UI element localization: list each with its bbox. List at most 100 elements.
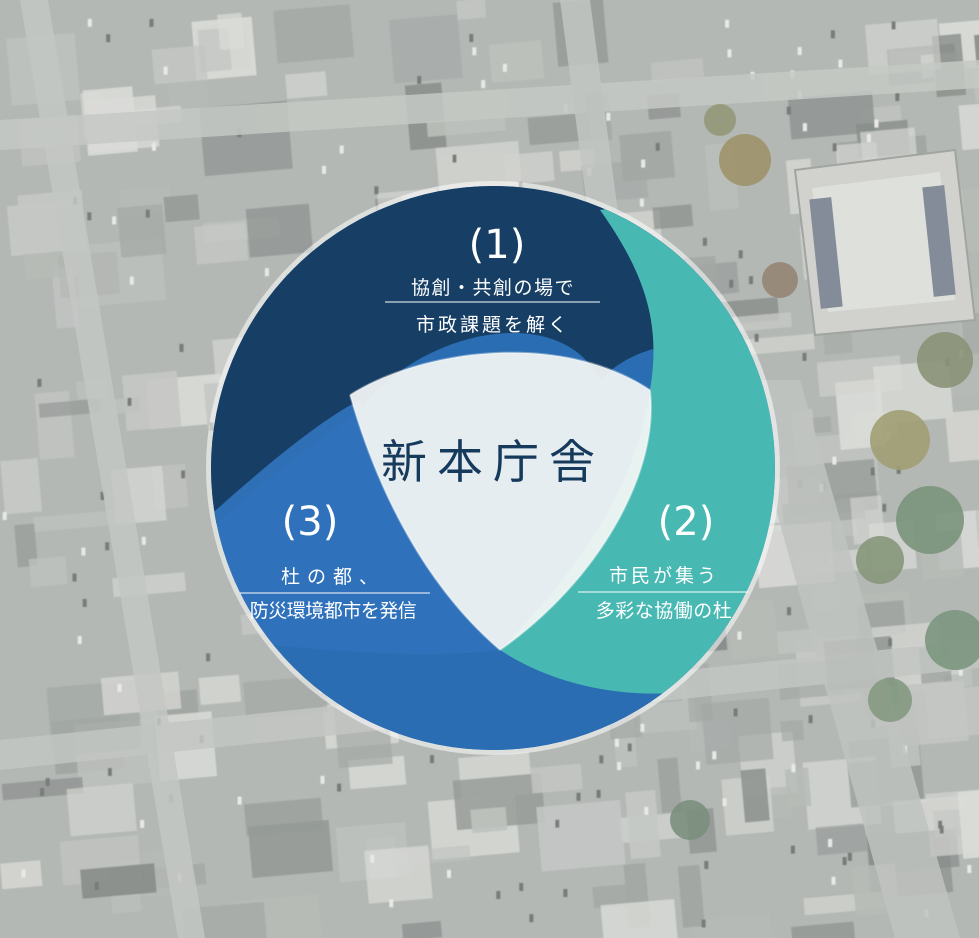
center-overlap <box>350 352 652 650</box>
car-dot <box>87 18 92 27</box>
car-dot <box>614 738 619 747</box>
car-dot <box>938 820 943 829</box>
car-dot <box>112 216 117 225</box>
car-dot <box>389 899 394 908</box>
car-dot <box>866 134 871 142</box>
car-dot <box>140 819 145 828</box>
car-dot <box>149 18 154 27</box>
car-dot <box>939 825 944 834</box>
car-dot <box>627 743 632 752</box>
car-dot <box>576 792 581 801</box>
section-1-line-1: 協創・共創の場で <box>411 277 575 299</box>
center-title: 新本庁舎 <box>381 435 605 489</box>
building-top-right <box>793 148 977 337</box>
car-dot <box>206 653 211 662</box>
building-block <box>600 898 680 938</box>
car-dot <box>802 352 807 361</box>
building-block <box>657 757 682 814</box>
car-dot <box>563 889 568 897</box>
car-dot <box>722 798 727 807</box>
car-dot <box>895 93 900 101</box>
building-block <box>364 845 433 904</box>
car-dot <box>370 854 375 863</box>
building-block <box>945 408 979 463</box>
building-block <box>33 510 119 532</box>
car-dot <box>644 806 649 815</box>
car-dot <box>87 212 92 221</box>
building-block <box>0 457 43 515</box>
building-block <box>815 823 868 856</box>
car-dot <box>808 715 813 724</box>
building-block <box>488 40 545 83</box>
car-dot <box>655 142 660 151</box>
car-dot <box>967 865 972 873</box>
car-dot <box>749 276 753 285</box>
building-block <box>117 203 167 258</box>
car-dot <box>37 378 42 387</box>
building-block <box>245 203 314 258</box>
car-dot <box>529 914 534 923</box>
section-1-number: (1) <box>469 222 526 268</box>
car-dot <box>832 456 837 465</box>
section-3-line-1: 杜の都、 <box>281 566 385 588</box>
building-block <box>961 186 979 252</box>
building-block <box>784 767 812 808</box>
car-dot <box>729 279 734 288</box>
car-dot <box>106 34 111 43</box>
car-dot <box>181 470 186 479</box>
car-dot <box>72 573 77 582</box>
car-dot <box>145 209 150 218</box>
building-block <box>625 789 661 860</box>
car-dot <box>797 47 802 55</box>
building-block <box>701 697 774 765</box>
building-block <box>121 370 182 431</box>
building-block <box>650 58 705 83</box>
building-block <box>182 901 268 938</box>
building-block <box>592 884 628 909</box>
three-circle-diagram: (1) 協創・共創の場で 市政課題を解く 新本庁舎 (2) 市民が集う 多彩な協… <box>206 181 780 755</box>
car-dot <box>40 788 45 797</box>
car-dot <box>704 861 709 869</box>
car-dot <box>701 919 706 928</box>
car-dot <box>838 59 843 68</box>
building-block <box>677 864 705 928</box>
car-dot <box>787 607 791 616</box>
car-dot <box>596 789 601 798</box>
car-dot <box>481 80 486 89</box>
car-dot <box>100 491 105 500</box>
car-dot <box>337 783 342 792</box>
building-block <box>470 806 508 834</box>
car-dot <box>496 891 501 899</box>
building-block <box>38 398 101 418</box>
section-1-line-2: 市政課題を解く <box>416 314 570 336</box>
car-dot <box>45 778 50 787</box>
building-block <box>957 789 979 859</box>
building-block <box>652 204 694 230</box>
building-block <box>193 222 249 265</box>
building-block <box>80 863 157 899</box>
car-dot <box>152 142 156 151</box>
car-dot <box>320 775 325 784</box>
car-dot <box>737 631 742 640</box>
section-2-line-2: 多彩な協働の杜 <box>596 600 733 622</box>
car-dot <box>21 869 26 878</box>
car-dot <box>264 268 269 277</box>
car-dot <box>105 542 110 551</box>
car-dot <box>77 636 82 645</box>
car-dot <box>712 751 717 760</box>
building-block <box>787 90 876 140</box>
car-dot <box>832 143 837 152</box>
building-block <box>958 100 979 151</box>
car-dot <box>469 34 474 42</box>
building-block <box>740 768 770 823</box>
building-block <box>113 397 140 414</box>
car-dot <box>2 512 7 520</box>
building-block <box>791 921 858 938</box>
car-dot <box>430 755 434 764</box>
car-dot <box>447 869 451 878</box>
car-dot <box>107 768 112 776</box>
building-block <box>780 719 805 742</box>
building-block <box>401 920 443 938</box>
car-dot <box>891 21 896 30</box>
